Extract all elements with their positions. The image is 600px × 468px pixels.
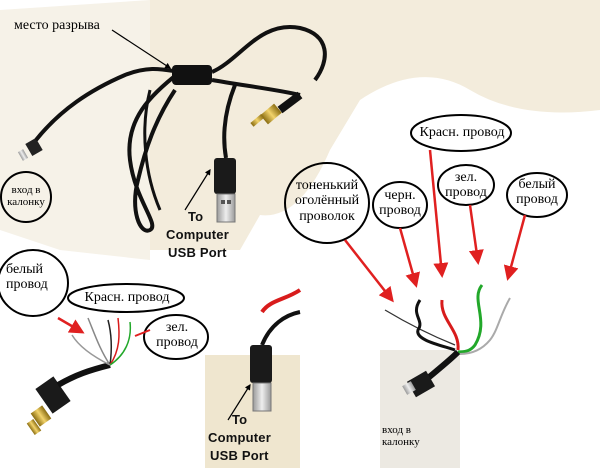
bottom-left-stripped-cable — [0, 249, 209, 436]
red-wire-left-label: Красн. провод — [84, 290, 170, 305]
white-wire-right-ellipse — [506, 172, 568, 218]
green-wire-left-ellipse — [143, 314, 209, 360]
red-wire-left-ellipse — [67, 283, 185, 313]
thin-wire-ellipse — [284, 162, 370, 244]
red-wire-right-label: Красн. провод — [419, 125, 505, 140]
white-wire-left-ellipse — [0, 249, 69, 317]
usb-to-label-1: To — [188, 209, 204, 224]
black-wire-label: черн. провод — [379, 188, 421, 219]
usb-plug-top — [214, 158, 236, 223]
mini-jack-left — [17, 137, 43, 161]
usb-port-label-2: USB Port — [210, 448, 269, 463]
mini-jack-right — [250, 91, 303, 127]
green-wire-left-label: зел. провод — [156, 320, 198, 351]
green-wire-right-label: зел. провод — [445, 170, 487, 201]
speaker-input-bottom-label: вход в калонку — [382, 424, 420, 449]
speaker-input-top-label: вход в калонку — [7, 184, 45, 209]
white-wire-left-label: белый провод — [6, 262, 48, 293]
usb-to-label-2: To — [232, 412, 248, 427]
white-wire-right-label: белый провод — [516, 177, 558, 208]
break-point-label: место разрыва — [14, 18, 100, 33]
red-wire-right-ellipse — [410, 114, 512, 152]
usb-port-label-1: USB Port — [168, 245, 227, 260]
green-wire-right-ellipse — [437, 164, 495, 206]
thin-wire-label: тоненький оголённый проволок — [294, 178, 360, 224]
break-point-arrow — [111, 29, 172, 69]
speaker-input-top-ellipse — [0, 171, 52, 223]
splitter-block — [172, 65, 212, 85]
bottom-middle-usb — [227, 288, 302, 421]
right-wiring-detail — [284, 114, 568, 398]
usb-computer-label-2: Computer — [208, 430, 271, 445]
usb-computer-label-1: Computer — [166, 227, 229, 242]
top-cable-assembly — [17, 24, 327, 233]
